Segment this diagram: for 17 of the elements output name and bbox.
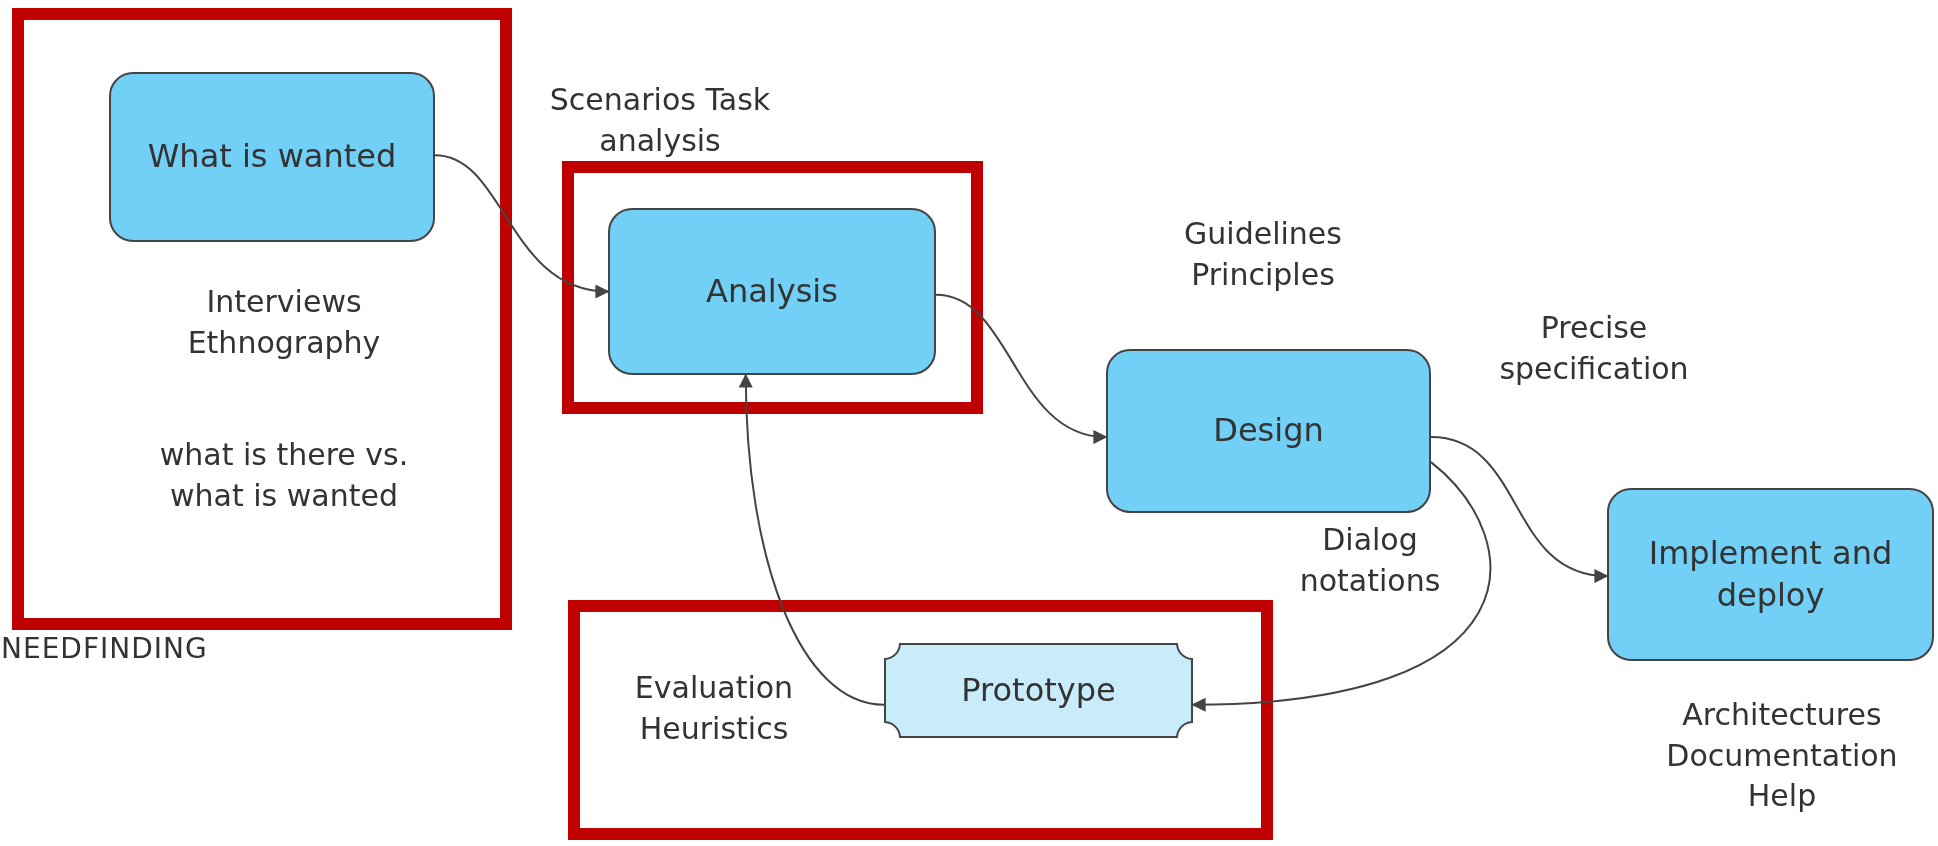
- annotation-text: Evaluation Heuristics: [633, 669, 795, 748]
- process-box: Design: [1106, 349, 1431, 513]
- arrow: [739, 373, 885, 706]
- arrow: [935, 293, 1108, 443]
- process-box: What is wanted: [109, 72, 435, 242]
- annotation-text: what is there vs. what is wanted: [159, 436, 409, 515]
- arrow: [434, 154, 610, 297]
- annotation-text: Architectures Documentation Help: [1665, 696, 1899, 815]
- prototype-box: Prototype: [884, 643, 1193, 738]
- process-box: Analysis: [608, 208, 936, 375]
- arrow: [1430, 436, 1609, 582]
- annotation-text: Interviews Ethnography: [186, 283, 382, 362]
- annotation-text: Guidelines Principles: [1183, 215, 1343, 294]
- section-heading: NEEDFINDING: [1, 632, 208, 665]
- process-box: Implement and deploy: [1607, 488, 1934, 661]
- annotation-text: Scenarios Task analysis: [548, 81, 772, 160]
- highlight-frame: [568, 600, 1273, 840]
